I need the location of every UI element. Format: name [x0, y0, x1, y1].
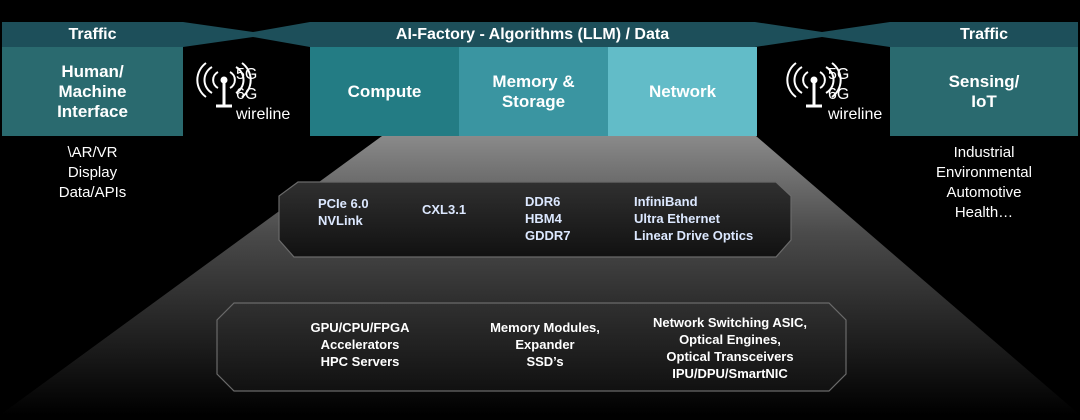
antenna-signal-icon: [196, 62, 252, 115]
connectivity-left-label: 5G 6G wireline: [236, 66, 291, 123]
hardware-col-compute: GPU/CPU/FPGA Accelerators HPC Servers: [310, 320, 410, 369]
human-machine-interface-box: Human/ Machine Interface: [2, 47, 183, 136]
interconnect-col-network: InfiniBand Ultra Ethernet Linear Drive O…: [634, 194, 754, 243]
header-banner: [2, 22, 1078, 47]
hardware-col-memory: Memory Modules, Expander SSD’s: [490, 320, 600, 369]
connectivity-right-label: 5G 6G wireline: [828, 66, 883, 123]
sensing-list: Industrial Environmental Automotive Heal…: [936, 144, 1032, 221]
header-title: AI-Factory - Algorithms (LLM) / Data: [395, 26, 670, 43]
interconnect-panel-shape: [278, 181, 792, 258]
interconnect-col-cxl: CXL3.1: [422, 202, 467, 217]
sensing-iot-box: Sensing/ IoT: [890, 47, 1078, 136]
interconnect-col-pcie: PCIe 6.0 NVLink: [318, 196, 369, 228]
hardware-col-network: Network Switching ASIC, Optical Engines,…: [652, 315, 808, 381]
interconnect-col-memory: DDR6 HBM4 GDDR7: [525, 194, 571, 243]
traffic-right-label: Traffic: [959, 26, 1008, 43]
hardware-panel-shape: [216, 302, 847, 392]
antenna-signal-icon: [786, 62, 842, 115]
traffic-left-label: Traffic: [68, 26, 117, 43]
pillar-network: Network: [608, 47, 757, 136]
pillar-compute: Compute: [310, 47, 459, 136]
pillar-memory-storage: Memory & Storage: [459, 47, 608, 136]
interface-list: \AR/VR Display Data/APIs: [58, 144, 127, 201]
